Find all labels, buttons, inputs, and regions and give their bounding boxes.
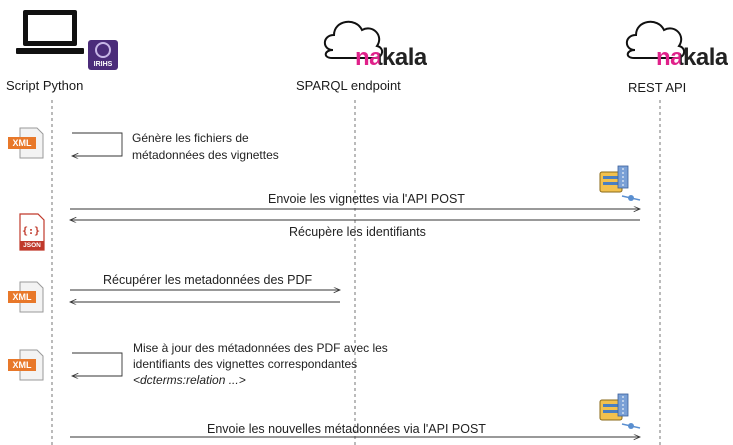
actor-label-rest: REST API <box>628 80 687 95</box>
step-5-line-1: Mise à jour des métadonnées des PDF avec… <box>133 341 388 355</box>
zip-archive-icon <box>599 393 641 429</box>
step-1-line-1: Génère les fichiers de <box>132 131 249 145</box>
cloud-icon-sparql <box>323 20 383 59</box>
xml-icon-label: XML <box>12 360 32 370</box>
step-2-label: Envoie les vignettes via l'API POST <box>268 192 465 206</box>
laptop-icon <box>16 10 84 54</box>
cloud-icon-rest <box>625 20 685 59</box>
json-icon-label: JSON <box>23 242 41 249</box>
svg-text:{:}: {:} <box>22 226 40 237</box>
xml-icon-label: XML <box>12 292 32 302</box>
zip-archive-icon <box>599 165 641 201</box>
xml-icon-label: XML <box>12 138 32 148</box>
xml-file-icon <box>8 349 44 381</box>
actor-label-script: Script Python <box>6 78 84 93</box>
xml-file-icon <box>8 127 44 159</box>
irihs-logo: IRIHS <box>88 40 118 70</box>
nakala-brand-rest: nakala <box>656 44 728 71</box>
actor-label-sparql: SPARQL endpoint <box>296 78 401 93</box>
step-5-line-2: identifiants des vignettes correspondant… <box>133 357 358 371</box>
json-file-icon: {:} <box>19 213 45 251</box>
nakala-brand-sparql: nakala <box>355 44 427 71</box>
step-3-label: Récupère les identifiants <box>289 225 426 239</box>
step-4-label: Récupérer les metadonnées des PDF <box>103 273 313 287</box>
step-1-line-2: métadonnées des vignettes <box>132 148 279 162</box>
step-6-label: Envoie les nouvelles métadonnées via l'A… <box>207 422 486 436</box>
step-5-line-3: <dcterms:relation ...> <box>133 373 246 387</box>
xml-file-icon <box>8 281 44 313</box>
svg-text:IRIHS: IRIHS <box>94 61 113 68</box>
